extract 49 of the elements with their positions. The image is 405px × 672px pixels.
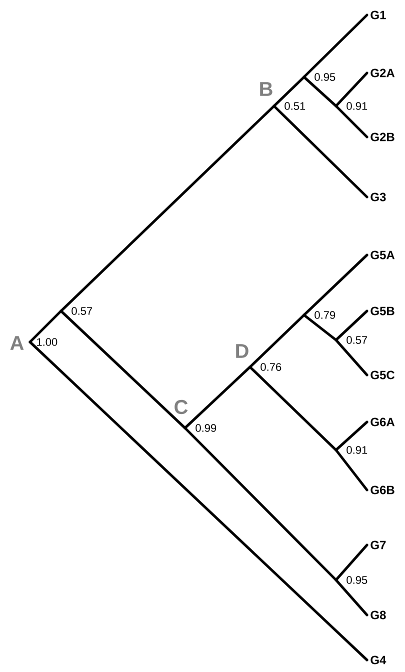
support-value: 0.95 [314, 73, 336, 81]
taxon-label: G2A [370, 68, 395, 78]
taxon-label: G4 [370, 656, 386, 664]
branch-line [28, 340, 368, 662]
taxon-label: G8 [370, 610, 386, 620]
branch-line [60, 310, 186, 430]
support-value: 0.79 [314, 311, 336, 319]
branch-line [248, 366, 338, 452]
branch-line [302, 314, 338, 342]
branch-line [302, 76, 338, 108]
branch-line [302, 254, 368, 316]
support-value: 0.99 [196, 424, 216, 432]
taxon-label: G6A [370, 418, 395, 426]
clade-letter: D [236, 344, 248, 358]
branch-line [334, 72, 368, 108]
support-value: 1.00 [37, 338, 58, 346]
clade-letter: A [10, 336, 24, 350]
support-value: 0.57 [346, 336, 368, 344]
branch-line [334, 420, 368, 452]
taxon-label: G5A [370, 250, 395, 260]
branch-line [28, 310, 62, 344]
taxon-label: G5C [370, 370, 395, 380]
taxon-label: G7 [370, 540, 386, 550]
clade-letter: C [174, 400, 188, 414]
support-value: 0.91 [346, 446, 368, 454]
support-value: 0.76 [260, 363, 282, 371]
support-value: 0.95 [346, 576, 368, 584]
taxon-label: G6B [370, 486, 394, 494]
branch-line [334, 578, 368, 616]
branch-line [334, 338, 368, 376]
branch-line [334, 544, 368, 582]
branch-line [272, 104, 368, 198]
branch-line [272, 76, 306, 108]
branch-line [248, 314, 306, 368]
support-value: 0.91 [346, 102, 368, 110]
branch-line [334, 310, 368, 342]
taxon-label: G1 [370, 10, 386, 20]
branch-line [184, 366, 252, 430]
taxon-label: G3 [370, 192, 386, 202]
support-value: 0.51 [284, 102, 306, 110]
branch-line [184, 426, 338, 582]
clade-letter: B [260, 82, 272, 96]
branch-line [334, 104, 368, 138]
branch-line [302, 14, 368, 78]
branch-line [334, 448, 368, 492]
support-value: 0.57 [72, 307, 92, 315]
branch-line [60, 104, 276, 312]
taxon-label: G5B [370, 306, 394, 316]
taxon-label: G2B [370, 132, 394, 142]
